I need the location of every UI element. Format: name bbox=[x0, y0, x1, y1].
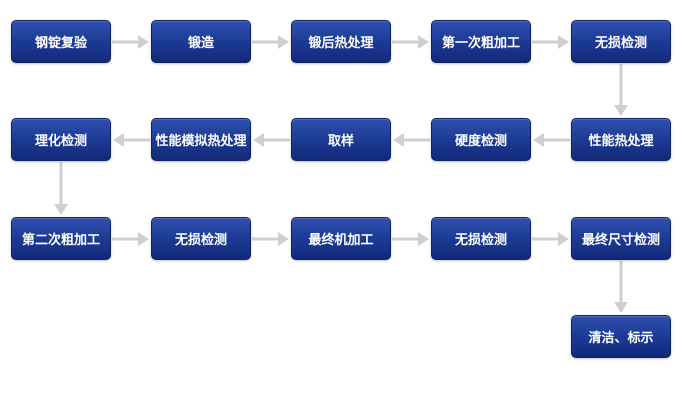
arrow-row2-4 bbox=[113, 133, 150, 147]
arrow-row2-1 bbox=[533, 133, 570, 147]
step-second-rough-machining: 第二次粗加工 bbox=[11, 217, 111, 260]
step-first-rough-machining: 第一次粗加工 bbox=[431, 20, 531, 63]
arrow-row2-3 bbox=[253, 133, 290, 147]
arrow-row1-3 bbox=[392, 35, 429, 49]
step-performance-heat-treatment: 性能热处理 bbox=[571, 118, 671, 161]
arrow-row3-3 bbox=[392, 232, 429, 246]
step-cleaning-marking: 清洁、标示 bbox=[571, 315, 671, 358]
arrow-down-1 bbox=[614, 64, 628, 116]
step-physical-chemical-testing: 理化检测 bbox=[11, 118, 111, 161]
arrow-row2-2 bbox=[393, 133, 430, 147]
step-ndt-1: 无损检测 bbox=[571, 20, 671, 63]
step-post-forging-heat-treatment: 锻后热处理 bbox=[291, 20, 391, 63]
arrow-row1-2 bbox=[252, 35, 289, 49]
step-hardness-testing: 硬度检测 bbox=[431, 118, 531, 161]
step-ingot-reinspection: 钢锭复验 bbox=[11, 20, 111, 63]
step-ndt-2: 无损检测 bbox=[151, 217, 251, 260]
arrow-row3-1 bbox=[112, 232, 149, 246]
arrow-down-2 bbox=[54, 162, 68, 215]
step-forging: 锻造 bbox=[151, 20, 251, 63]
step-final-dimension-inspection: 最终尺寸检测 bbox=[571, 217, 671, 260]
step-ndt-3: 无损检测 bbox=[431, 217, 531, 260]
step-simulated-performance-heat-treatment: 性能模拟热处理 bbox=[151, 118, 251, 161]
arrow-down-3 bbox=[614, 261, 628, 313]
arrow-row1-4 bbox=[532, 35, 569, 49]
arrow-row3-4 bbox=[532, 232, 569, 246]
arrow-row1-1 bbox=[112, 35, 149, 49]
step-final-machining: 最终机加工 bbox=[291, 217, 391, 260]
step-sampling: 取样 bbox=[291, 118, 391, 161]
arrow-row3-2 bbox=[252, 232, 289, 246]
